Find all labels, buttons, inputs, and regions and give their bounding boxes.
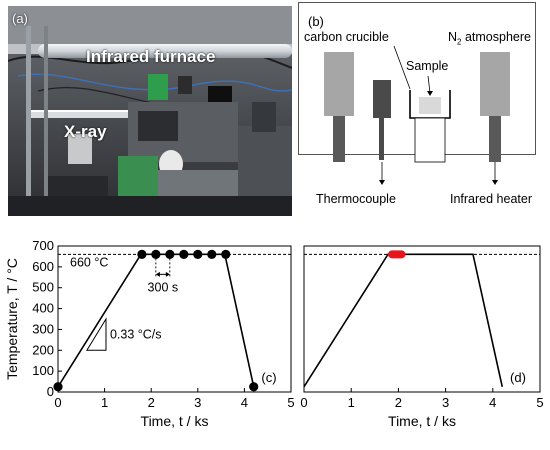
thermocouple-head xyxy=(373,80,391,118)
chart-c-y-tick-label: 200 xyxy=(32,342,54,357)
chart-c-data-point xyxy=(193,249,203,259)
chart-c-y-tick-label: 400 xyxy=(32,301,54,316)
chart-c-data-point xyxy=(249,382,259,392)
chart-c-x-tick-label: 5 xyxy=(287,395,294,410)
atmosphere-subscript: 2 xyxy=(457,37,462,47)
furnace-schematic: (b) carbon crucible N2 atmosphere Sample… xyxy=(298,2,546,214)
infrared-heater-label: Infrared heater xyxy=(450,192,532,206)
chart-c-data-point xyxy=(53,382,63,392)
right-heater-base xyxy=(489,116,501,162)
chart-c-plot-frame xyxy=(57,245,292,393)
chart-c-y-tick-label: 0 xyxy=(47,384,54,399)
chart-c-y-tick-label: 300 xyxy=(32,321,54,336)
chart-c-x-tick-label: 0 xyxy=(54,395,61,410)
chart-c-y-tick-label: 600 xyxy=(32,259,54,274)
chart-d-x-axis-label: Time, t / ks xyxy=(388,413,456,429)
chart-c-panel-tag: (c) xyxy=(261,370,276,385)
photo-illustration xyxy=(8,6,292,216)
chart-d-x-tick-label: 1 xyxy=(348,395,355,410)
panel-b-tag: (b) xyxy=(308,14,324,29)
chart-c-reference-label: 660 °C xyxy=(70,255,108,269)
chart-c-data-point xyxy=(207,249,217,259)
chart-d-x-tick-label: 2 xyxy=(395,395,402,410)
panel-a-tag: (a) xyxy=(12,11,28,26)
crucible-holder xyxy=(414,117,446,163)
atmosphere-suffix: atmosphere xyxy=(461,30,531,44)
left-heater-lamp xyxy=(324,52,354,116)
chart-d-panel-tag: (d) xyxy=(510,370,526,385)
thermocouple-rod xyxy=(379,118,384,160)
chart-c-x-tick-label: 4 xyxy=(241,395,248,410)
chart-d-highlight-segment xyxy=(388,250,406,259)
chart-c-x-axis-label: Time, t / ks xyxy=(141,413,209,429)
chart-d-x-tick-label: 0 xyxy=(300,395,307,410)
atmosphere-label: N2 atmosphere xyxy=(448,30,531,47)
chart-c-slope-label: 0.33 °C/s xyxy=(110,328,162,342)
thermocouple-label: Thermocouple xyxy=(316,192,396,206)
chart-d-x-tick-label: 4 xyxy=(489,395,496,410)
chart-c-y-tick-label: 700 xyxy=(32,238,54,253)
chart-c-y-tick-label: 100 xyxy=(32,363,54,378)
chart-c-data-point xyxy=(221,249,231,259)
infrared-furnace-label: Infrared furnace xyxy=(86,47,216,66)
chart-c-y-axis-label: Temperature, T / °C xyxy=(4,258,20,380)
carbon-crucible-label: carbon crucible xyxy=(304,30,389,44)
atmosphere-prefix: N xyxy=(448,30,458,44)
chart-c-data-point xyxy=(137,249,147,259)
chart-c-interval-arrowhead-right xyxy=(165,271,170,277)
chart-d-series-line xyxy=(303,253,504,388)
x-ray-label: X-ray xyxy=(64,122,107,141)
chart-d-x-tick-label: 3 xyxy=(442,395,449,410)
chart-c-data-point xyxy=(179,249,189,259)
chart-d-x-tick-label: 5 xyxy=(536,395,543,410)
chart-c-series-line xyxy=(57,253,255,388)
chart-c-interval-arrowhead-left xyxy=(155,271,160,277)
chart-c-slope-triangle xyxy=(86,317,107,351)
right-heater-lamp xyxy=(480,52,510,116)
chart-c-x-tick-label: 2 xyxy=(148,395,155,410)
setup-photo: (a) Infrared furnace X-ray xyxy=(8,6,292,216)
chart-c-interval-label: 300 s xyxy=(148,280,179,294)
sample-block xyxy=(419,97,441,114)
schematic-diagram xyxy=(298,2,536,185)
sample-label: Sample xyxy=(406,59,449,73)
chart-c-y-tick-label: 500 xyxy=(32,280,54,295)
chart-d-plot-frame xyxy=(303,245,541,393)
chart-c-x-tick-label: 3 xyxy=(194,395,201,410)
chart-c-x-tick-label: 1 xyxy=(101,395,108,410)
left-heater-base xyxy=(333,116,345,162)
